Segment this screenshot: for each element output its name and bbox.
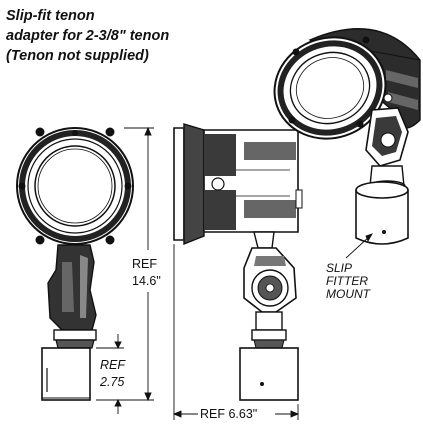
callout-line-3: MOUNT [326,287,370,301]
caption-line-2: adapter for 2-3/8" tenon [6,28,170,44]
slip-fitter-leader [345,233,373,259]
tenon-ref-label: REF [100,358,125,372]
iso-view-drawing [273,28,421,245]
depth-label: REF 6.63" [200,407,258,421]
tenon-adapter-caption: Slip-fit tenon adapter for 2-3/8" tenon … [6,6,246,66]
overall-height-dimension [124,126,154,402]
tenon-height-value: 2.75 [100,375,125,389]
slip-fitter-callout: SLIP FITTER MOUNT [326,262,370,301]
front-view-drawing [16,127,134,401]
caption-line-3: (Tenon not supplied) [6,48,149,64]
callout-line-1: SLIP [326,261,353,275]
side-view-drawing [173,123,303,401]
depth-dimension [172,244,300,420]
overall-height-ref: REF [132,257,157,271]
tenon-height-dimension [96,334,124,414]
overall-height-value: 14.6" [132,274,161,288]
callout-line-2: FITTER [326,274,368,288]
caption-line-1: Slip-fit tenon [6,8,95,24]
